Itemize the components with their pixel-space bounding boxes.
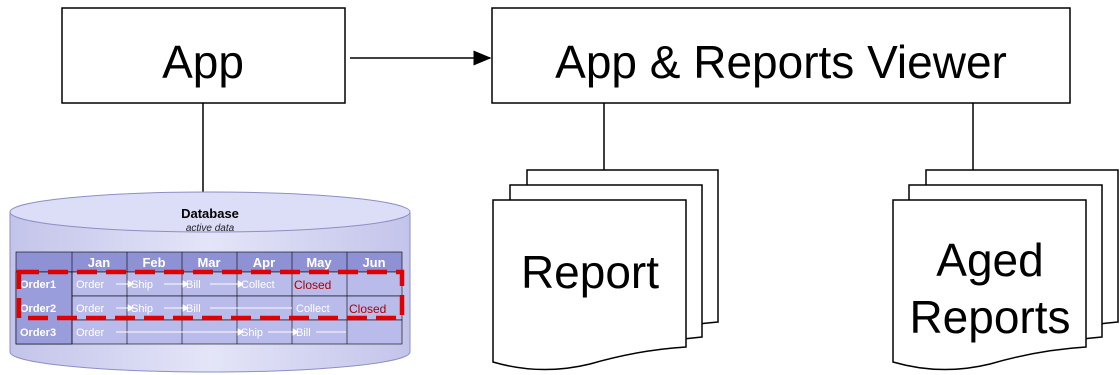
closed-status: Closed (294, 278, 331, 292)
report-label: Report (521, 246, 659, 298)
row-label: Order2 (20, 303, 56, 315)
viewer-label: App & Reports Viewer (555, 36, 1007, 88)
database-table: Jan Feb Mar Apr May Jun Order1 Order2 Or… (15, 251, 405, 345)
step-cell: Ship (131, 279, 153, 291)
active-orders-highlight (16, 269, 405, 321)
app-label: App (162, 36, 244, 88)
step-cell: Order (76, 303, 104, 315)
aged-reports-stack: Aged Reports (892, 169, 1119, 371)
aged-label-line1: Aged (936, 234, 1043, 286)
month-header: Jun (362, 255, 385, 270)
month-header: Mar (197, 255, 220, 270)
database-subtitle: active data (186, 223, 235, 234)
step-cell: Ship (131, 303, 153, 315)
step-cell: Ship (241, 327, 263, 339)
row-label: Order3 (20, 327, 56, 339)
step-cell: Bill (296, 327, 311, 339)
aged-label-line2: Reports (909, 291, 1070, 343)
month-header: May (306, 255, 332, 270)
step-cell: Collect (296, 303, 330, 315)
row-label: Order1 (20, 279, 56, 291)
app-box: App (61, 7, 346, 104)
month-header: Feb (142, 255, 165, 270)
month-header: Jan (88, 255, 110, 270)
closed-status: Closed (349, 302, 386, 316)
report-stack: Report (492, 169, 719, 371)
step-cell: Bill (186, 303, 201, 315)
step-cell: Order (76, 279, 104, 291)
month-header: Apr (253, 255, 275, 270)
viewer-box: App & Reports Viewer (491, 7, 1071, 104)
step-cell: Collect (241, 279, 275, 291)
step-cell: Bill (186, 279, 201, 291)
step-cell: Order (76, 327, 104, 339)
step-flow-arrows (116, 280, 346, 336)
database-title: Database (181, 206, 239, 221)
